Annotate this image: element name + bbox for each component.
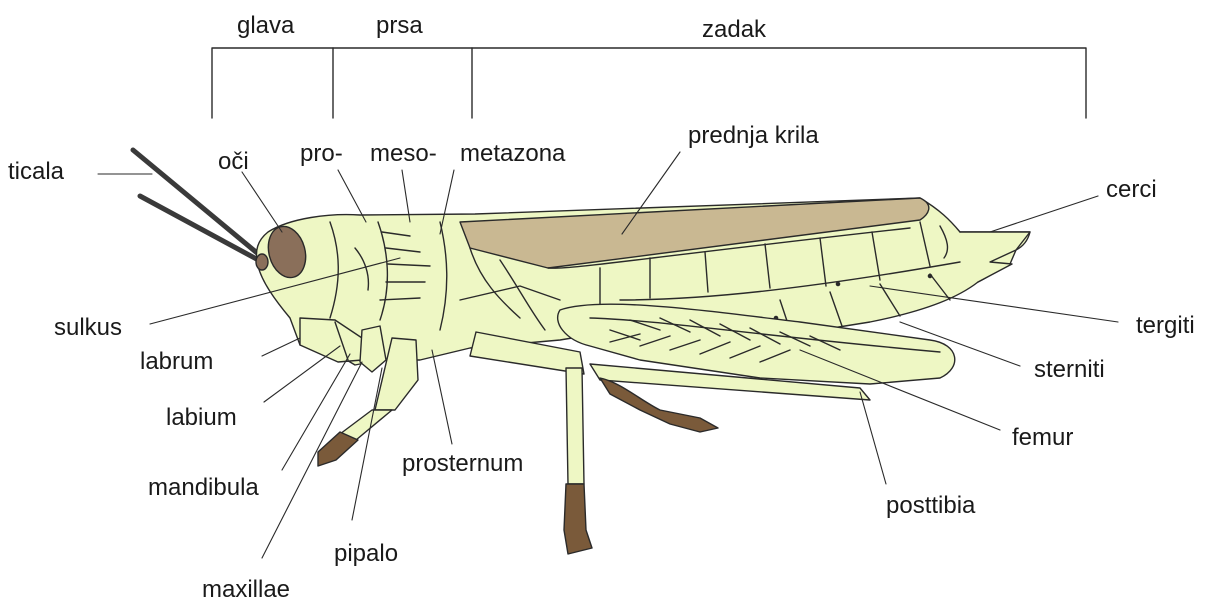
label-cerci: cerci [1106,178,1157,202]
label-pro: pro- [300,142,343,166]
label-eyes: oči [218,150,249,174]
region-label-head: glava [237,14,294,38]
label-palp: pipalo [334,542,398,566]
region-label-thorax: prsa [376,14,423,38]
label-antennae: ticala [8,160,64,184]
label-labrum: labrum [140,350,213,374]
label-sulcus: sulkus [54,316,122,340]
label-labium: labium [166,406,237,430]
label-forewings: prednja krila [688,124,819,148]
label-tergites: tergiti [1136,314,1195,338]
label-meso: meso- [370,142,437,166]
hind-leg [558,304,955,432]
label-posttibia: posttibia [886,494,975,518]
front-legs [318,332,592,554]
label-metazona: metazona [460,142,565,166]
label-sternites: sterniti [1034,358,1105,382]
region-brackets [212,48,1086,118]
label-maxillae: maxillae [202,578,290,602]
region-label-abdomen: zadak [702,18,766,42]
label-mandible: mandibula [148,476,259,500]
label-prosternum: prosternum [402,452,523,476]
label-femur: femur [1012,426,1073,450]
